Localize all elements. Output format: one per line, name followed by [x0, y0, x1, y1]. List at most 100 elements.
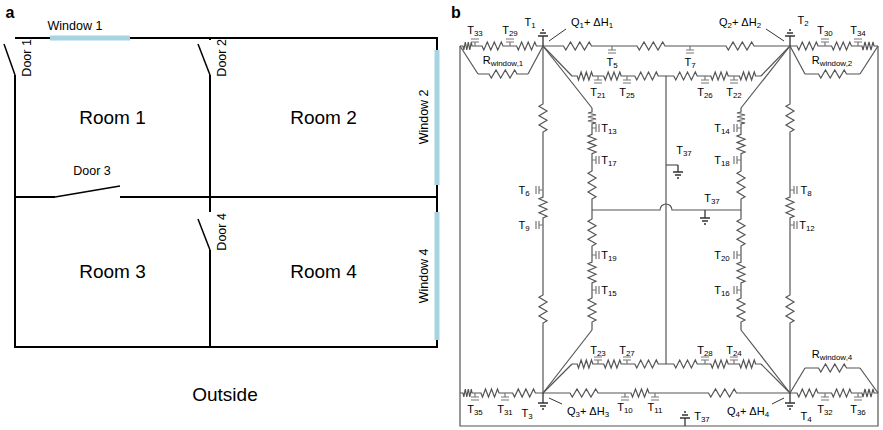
capacitor-symbol	[471, 39, 479, 46]
wire	[761, 364, 790, 393]
text-run: T	[850, 403, 857, 415]
network-label: Rwindow,4	[812, 348, 852, 360]
text-run: + ΔH	[584, 16, 609, 28]
room-region: Room 2	[210, 38, 437, 197]
wire	[460, 46, 878, 426]
network-label: T6	[518, 184, 529, 196]
capacitor-symbol	[592, 286, 599, 294]
network-label: T37	[704, 192, 720, 204]
resistor-symbol	[786, 225, 794, 393]
subscript: 24	[733, 349, 742, 358]
subscript: 4	[735, 410, 739, 419]
text-run: Window 4	[416, 249, 430, 304]
network-label: T10	[617, 401, 633, 413]
text-run: T	[497, 403, 504, 415]
text-run: T	[502, 24, 509, 36]
subscript: window,2	[820, 59, 853, 68]
room-name: Room 3	[79, 261, 146, 283]
subscript: 26	[704, 91, 713, 100]
resistor-symbol	[858, 389, 878, 397]
subscript: 1	[531, 21, 535, 30]
subscript: 29	[509, 29, 518, 38]
plan-label: Door 1	[21, 39, 35, 77]
subscript: 8	[807, 189, 811, 198]
resistor-symbol	[786, 190, 794, 225]
subscript: 33	[474, 29, 483, 38]
room-region: Room 4	[210, 197, 437, 347]
text-run: T	[697, 344, 704, 356]
subscript: 22	[733, 91, 742, 100]
text-run: T	[521, 407, 528, 419]
capacitor-symbol	[790, 186, 797, 194]
capacitor-symbol	[594, 76, 602, 83]
subscript: 2	[757, 21, 761, 30]
network-label: T11	[648, 401, 663, 413]
resistor-symbol	[737, 160, 745, 210]
capacitor-symbol	[734, 286, 741, 294]
network-label: T18	[714, 154, 730, 166]
text-run: T	[601, 154, 608, 166]
subscript: 3	[605, 410, 609, 419]
network-label: T20	[714, 249, 730, 261]
subscript: 5	[613, 61, 617, 70]
capacitor-symbol	[686, 46, 694, 53]
subscript: 25	[626, 91, 635, 100]
text-run: T	[676, 144, 683, 156]
network-label: T19	[601, 249, 617, 261]
resistor-symbol	[539, 225, 547, 393]
resistor-symbol	[539, 46, 547, 190]
network-label: T13	[601, 122, 617, 134]
wire	[741, 330, 790, 393]
network-label: T5	[606, 56, 617, 68]
subscript: 13	[608, 127, 617, 136]
capacitor-symbol	[592, 124, 599, 132]
room-name: Room 2	[290, 107, 357, 129]
text-run: T	[726, 344, 733, 356]
panel-letter: a	[6, 4, 15, 22]
text-run: T	[590, 344, 597, 356]
subscript: 2	[804, 19, 808, 28]
text-run: T	[697, 86, 704, 98]
room-region: Room 3	[15, 197, 210, 347]
text-run: Door 2	[215, 39, 229, 77]
network-label: T31	[497, 403, 513, 415]
resistor-symbol	[825, 389, 858, 397]
wire	[528, 46, 543, 74]
resistor-symbol	[705, 72, 734, 80]
resistor-symbol	[805, 364, 860, 372]
wire	[860, 46, 878, 74]
network-label: Rwindow,2	[812, 54, 852, 66]
ground-symbol	[785, 393, 795, 409]
text-run: T	[619, 86, 626, 98]
subscript: 16	[721, 289, 730, 298]
network-label: T9	[518, 219, 529, 231]
subscript: 19	[608, 254, 617, 263]
network-label: T26	[697, 86, 713, 98]
network-label: T22	[726, 86, 742, 98]
network-label: T21	[590, 86, 606, 98]
plan-label: Window 1	[48, 20, 103, 34]
subscript: 1	[579, 21, 583, 30]
text-run: T	[606, 56, 613, 68]
wire	[543, 330, 592, 393]
ground-symbol	[538, 30, 548, 46]
wall	[209, 38, 211, 347]
text-run: T	[704, 192, 711, 204]
network-label: Q1+ ΔH1	[571, 16, 613, 28]
network-label: T25	[619, 86, 635, 98]
text-run: T	[714, 249, 721, 261]
subscript: 2	[727, 21, 731, 30]
network-label: T37	[676, 144, 692, 156]
wire	[665, 76, 666, 364]
resistor-symbol	[598, 72, 627, 80]
resistor-symbol	[475, 389, 505, 397]
subscript: 35	[474, 408, 483, 417]
resistor-symbol	[655, 389, 790, 397]
subscript: 37	[711, 197, 720, 206]
capacitor-symbol	[854, 39, 862, 46]
text-run: T	[524, 16, 531, 28]
ground-symbol	[680, 412, 690, 426]
window-pane	[435, 50, 440, 185]
